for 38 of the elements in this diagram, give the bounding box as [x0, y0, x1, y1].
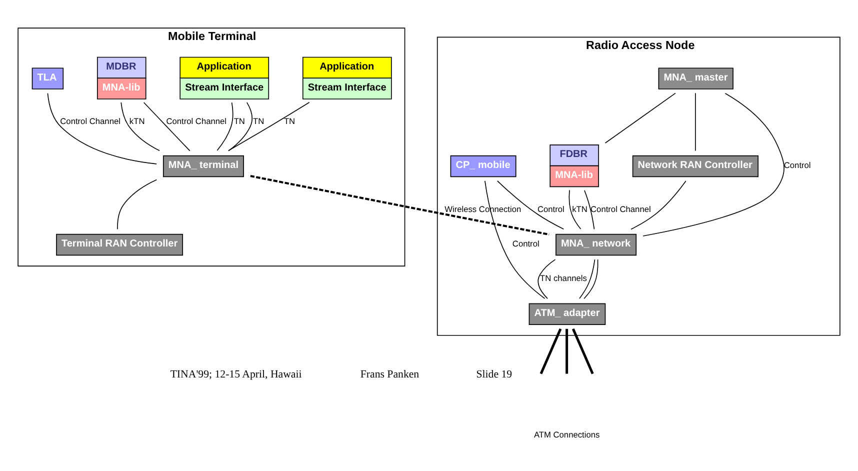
edge-label: Control [537, 203, 564, 214]
edge-label: Control Channel [60, 116, 120, 126]
edge-label: TN [234, 116, 245, 126]
connector [484, 180, 546, 298]
connector [566, 328, 568, 374]
connector [568, 189, 582, 229]
edge-label: Control Channel [590, 203, 651, 214]
connector [538, 258, 556, 298]
connector [120, 102, 160, 151]
edge-label: Control [512, 238, 540, 248]
connector [216, 102, 234, 150]
edge-label: TN [253, 116, 264, 126]
connector [630, 180, 686, 230]
connector [497, 180, 564, 230]
connector [604, 92, 676, 143]
connector [228, 101, 310, 151]
label: Frans Panken [360, 368, 420, 380]
edge-label: kTN [129, 116, 145, 126]
connector [117, 178, 158, 230]
connector [228, 102, 253, 151]
connector [540, 328, 562, 374]
connector [584, 258, 598, 299]
edge-label: TN [284, 116, 296, 126]
label: Slide 19 [476, 368, 512, 380]
edge-label: TN channels [540, 272, 587, 283]
connector [695, 92, 696, 151]
label: TINA'99; 12-15 April, Hawaii [170, 368, 302, 380]
connector [250, 174, 550, 235]
edge-label: Control Channel [166, 116, 227, 126]
connector [143, 102, 190, 151]
connector [47, 92, 157, 164]
edge-label: Control [784, 159, 811, 170]
connector [642, 92, 784, 236]
connector [579, 258, 596, 298]
connector [572, 328, 594, 374]
connector [584, 189, 595, 230]
edge-label: kTN [572, 203, 588, 214]
label: ATM Connections [534, 429, 600, 440]
